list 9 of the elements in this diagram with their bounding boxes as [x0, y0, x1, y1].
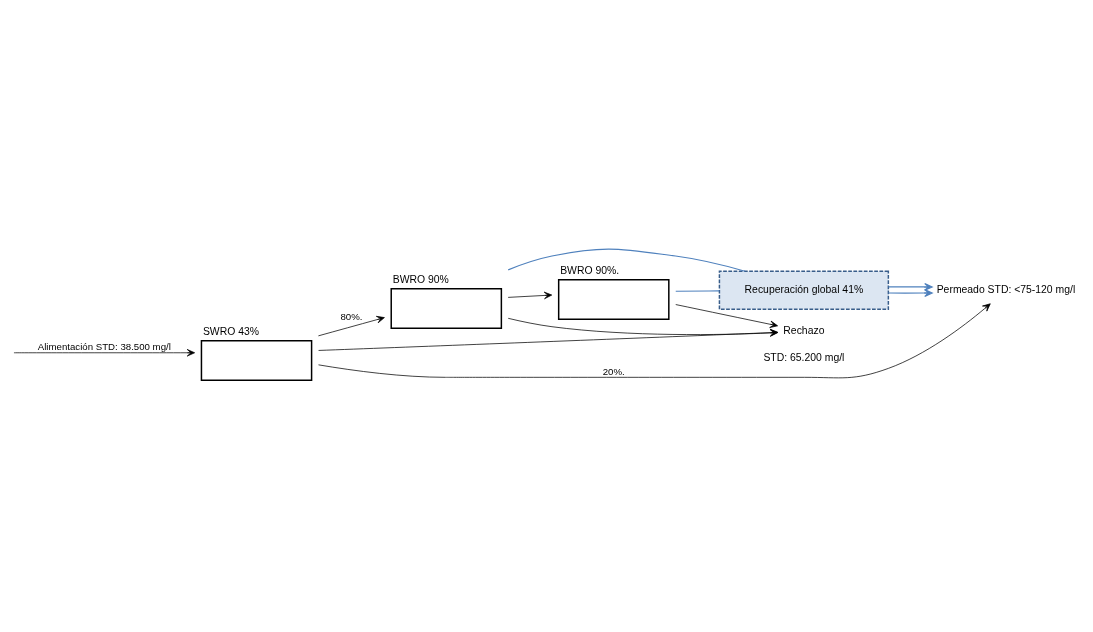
node-label: BWRO 90%	[392, 273, 449, 285]
node-label: SWRO 43%	[202, 325, 260, 337]
edge-label: 80%.	[340, 310, 363, 322]
node-text: Rechazo	[783, 324, 825, 336]
edge-label: 20%.	[602, 365, 625, 377]
edge-label: Alimentación STD: 38.500 mg/l	[37, 340, 171, 352]
node-text: Permeado STD: <75-120 mg/l	[936, 283, 1076, 295]
node-label: STD: 65.200 mg/l	[763, 351, 845, 363]
node-label: BWRO 90%.	[560, 264, 620, 276]
